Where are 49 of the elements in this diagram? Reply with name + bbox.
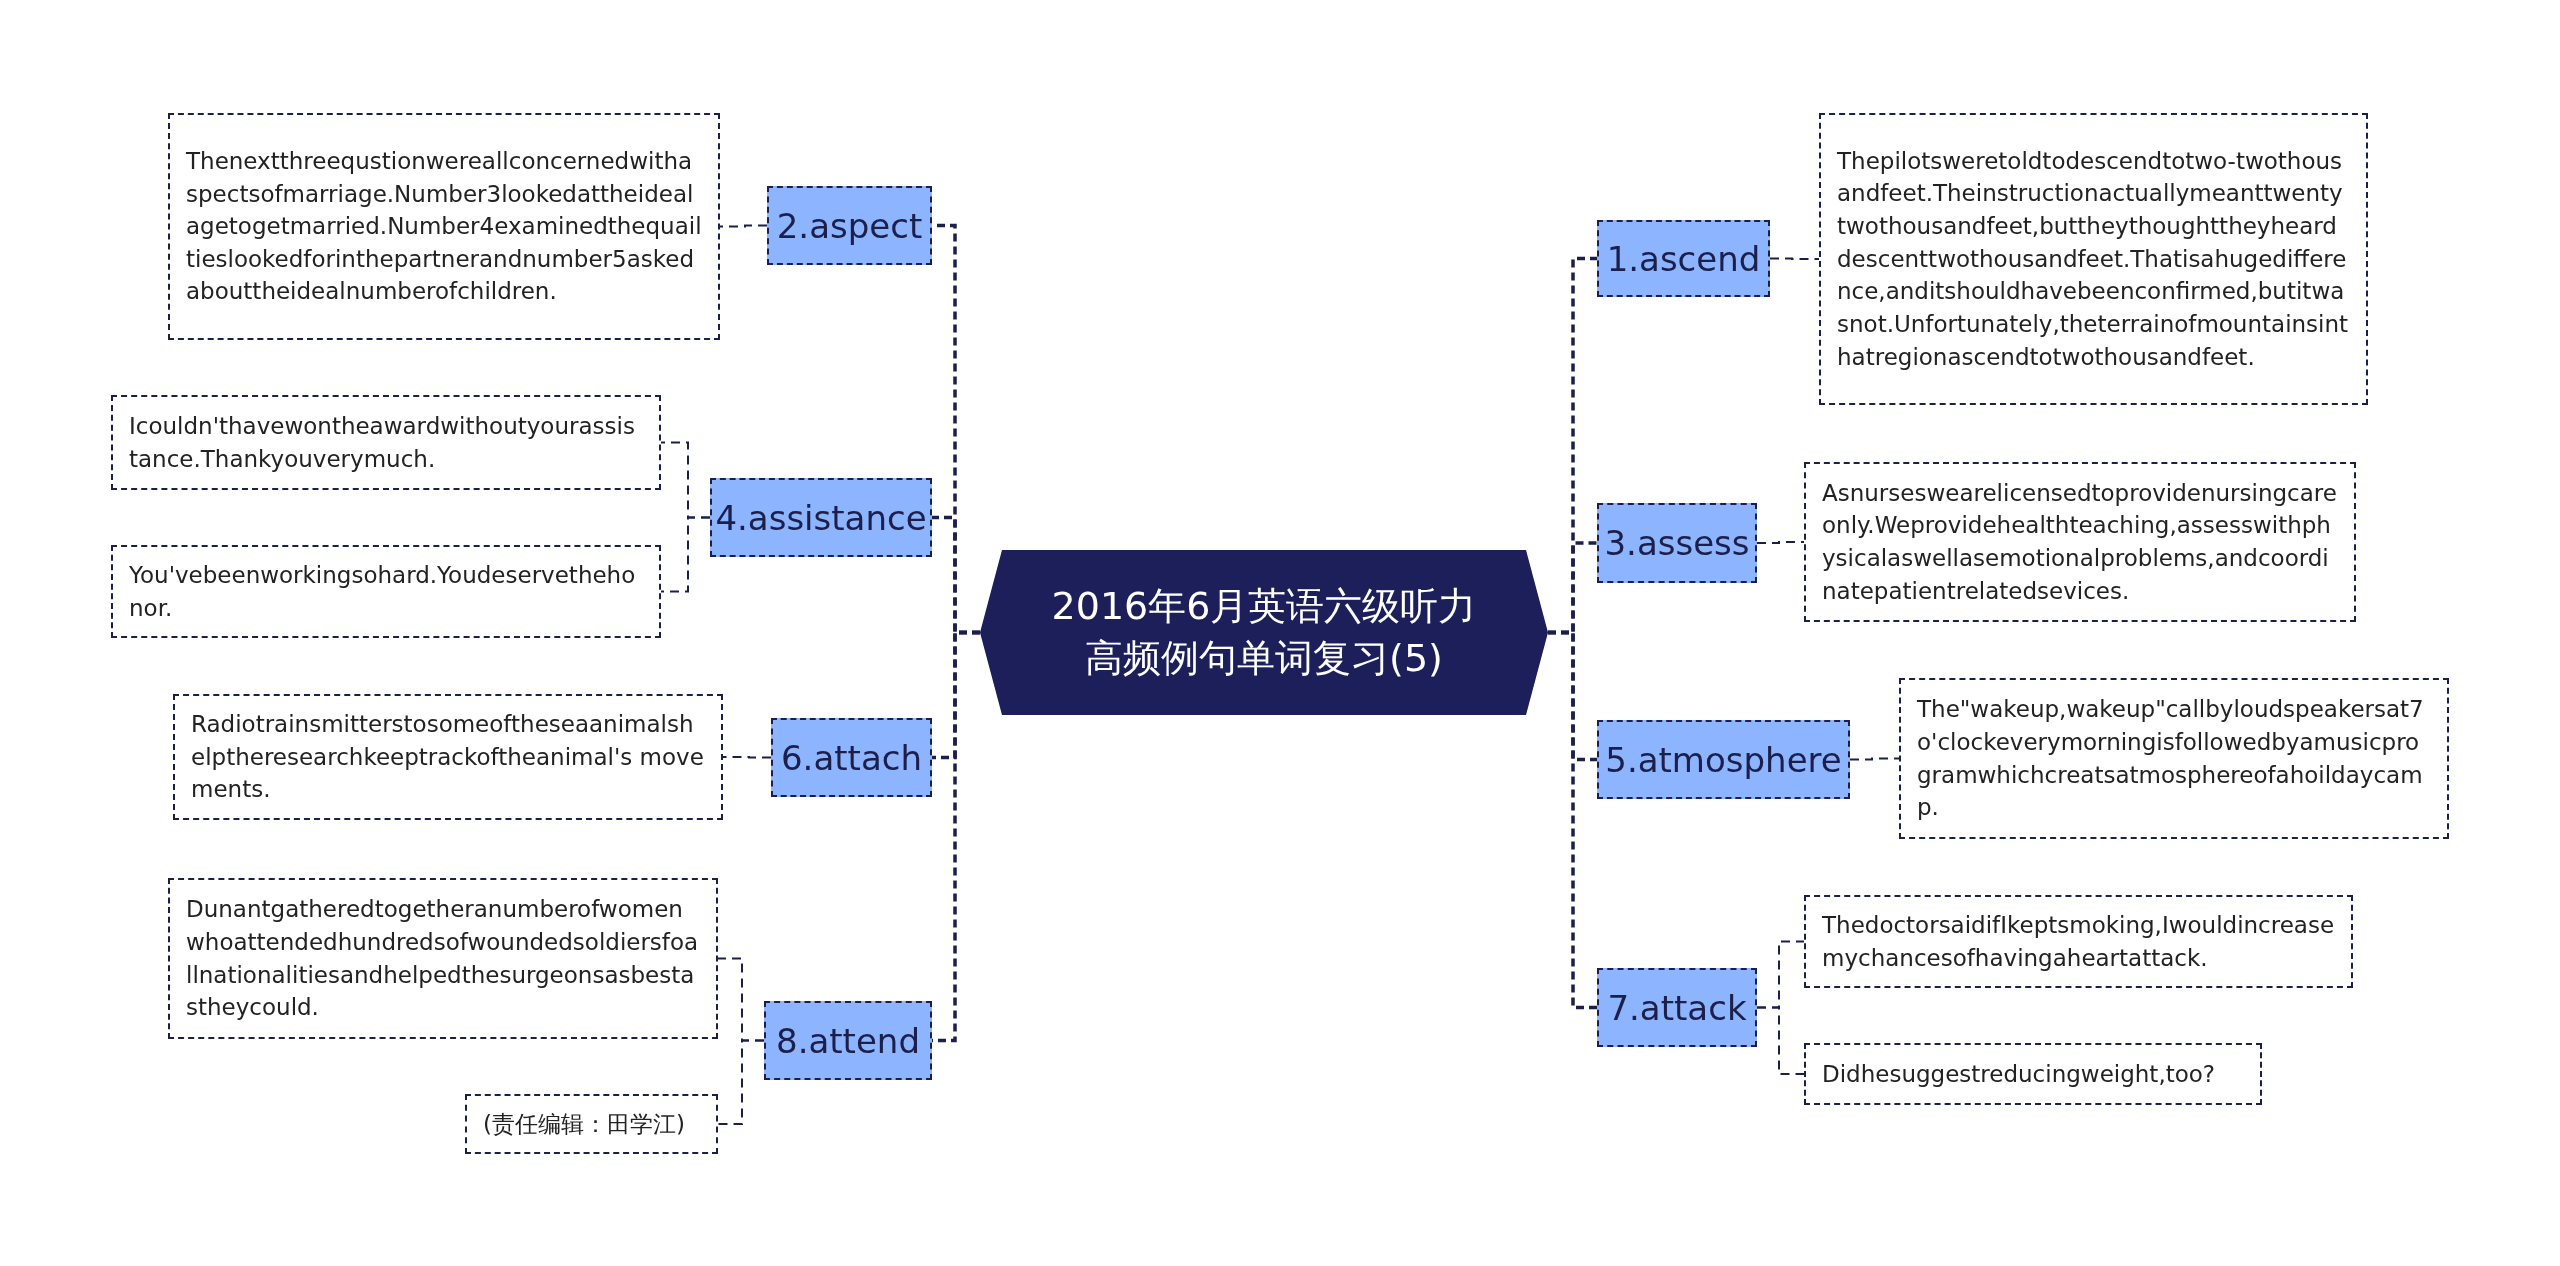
topic-box: [710, 478, 932, 557]
note-box: [1804, 462, 2356, 622]
topic-label: 4.assistance: [715, 497, 927, 538]
topic-label: 8.attend: [776, 1020, 920, 1061]
topic-label: 2.aspect: [776, 205, 923, 246]
note-text: Didhesuggestreducingweight,too?: [1822, 1059, 2216, 1089]
topic-label: 2016年6月英语六级听力高频例句单词复习(5): [1050, 583, 1478, 682]
connector-line: [717, 1039, 765, 1125]
note-text: Thepilotsweretoldtodescendtotwo-twothousandfeet.Theinstructionactuallymeanttwentytwothousandfeet,buttheythoughttheyhearddescenttwothousandfeet.Thatisahugedifference,anditshouldhavebeenconfirmed,butitwasnot.Unfortunately,theterrainofmountainsinthatregionascendtotwothousandfeet.: [1837, 146, 2350, 372]
note-text: (责任编辑：田学江): [483, 1109, 685, 1139]
note-text: Radiotrainsmitterstosomeoftheseaanimalshelptheresearchkeeptrackoftheanimal's movements.: [191, 710, 705, 805]
note-box: [168, 878, 718, 1039]
topic-label: 5.atmosphere: [1605, 739, 1842, 780]
connector-line: [660, 516, 711, 593]
connector-line: [1849, 757, 1900, 761]
note-text: Asnurseswearelicensedtoprovidenursingcareonly.Weprovidehealthteaching,assesswithphysicalaswellasemotionalproblems,andcoordinatepatientrelatedsevices.: [1822, 478, 2338, 606]
topic-label: 1.ascend: [1606, 238, 1761, 279]
note-box: [1899, 678, 2449, 839]
note-box: [1804, 895, 2353, 988]
connector-line: [722, 756, 772, 759]
note-text: Icouldn'thavewontheawardwithoutyourassistance.Thankyouverymuch.: [129, 411, 636, 474]
note-box: [111, 545, 661, 638]
topic-box: [767, 186, 932, 265]
note-text: Dunantgatheredtogetheranumberofwomenwhoattendedhundredsofwoundedsoldiersfoallnationalitiesandhelpedthesurgeonsasbestastheycould.: [186, 895, 700, 1023]
note-text: The"wakeup,wakeup"callbyloudspeakersat7o'clockeverymorningisfollowedbyamusicprogramwhichcreatsatmosphereofahoildaycamp.: [1917, 695, 2425, 823]
connector-line: [1769, 257, 1820, 260]
topic-label: 7.attack: [1607, 987, 1747, 1028]
note-box: [173, 694, 723, 820]
connector-line: [1756, 541, 1805, 544]
topic-label: 3.assess: [1604, 523, 1750, 563]
note-text: ThedoctorsaidifIkeptsmoking,Iwouldincreasemychancesofhavingaheartattack.: [1822, 910, 2335, 973]
note-box: [1819, 113, 2368, 405]
note-box: [1804, 1043, 2262, 1105]
note-box: [168, 113, 720, 340]
topic-box: [771, 718, 932, 797]
note-text: You'vebeenworkingsohard.Youdeservethehonor.: [129, 560, 637, 623]
note-box: [465, 1094, 718, 1154]
topic-box: [764, 1001, 932, 1080]
topic-box: [1597, 720, 1850, 799]
topic-label: 6.attach: [781, 737, 922, 778]
note-text: Thenextthreequstionwereallconcernedwithaspectsofmarriage.Number3lookedattheidealagetogetmarried.Number4examinedthequailtieslookedforinthepartnerandnumber5askedabouttheidealnumberofchildren.: [186, 146, 702, 307]
connector-line: [719, 224, 768, 228]
connector-line: [1756, 1006, 1805, 1075]
central-topic-hexagon: [980, 550, 1548, 715]
topic-box: [1597, 503, 1757, 583]
topic-box: [1597, 220, 1770, 297]
topic-box: [1597, 968, 1757, 1047]
note-box: [111, 395, 661, 490]
connector-line: [1548, 630, 1597, 1010]
